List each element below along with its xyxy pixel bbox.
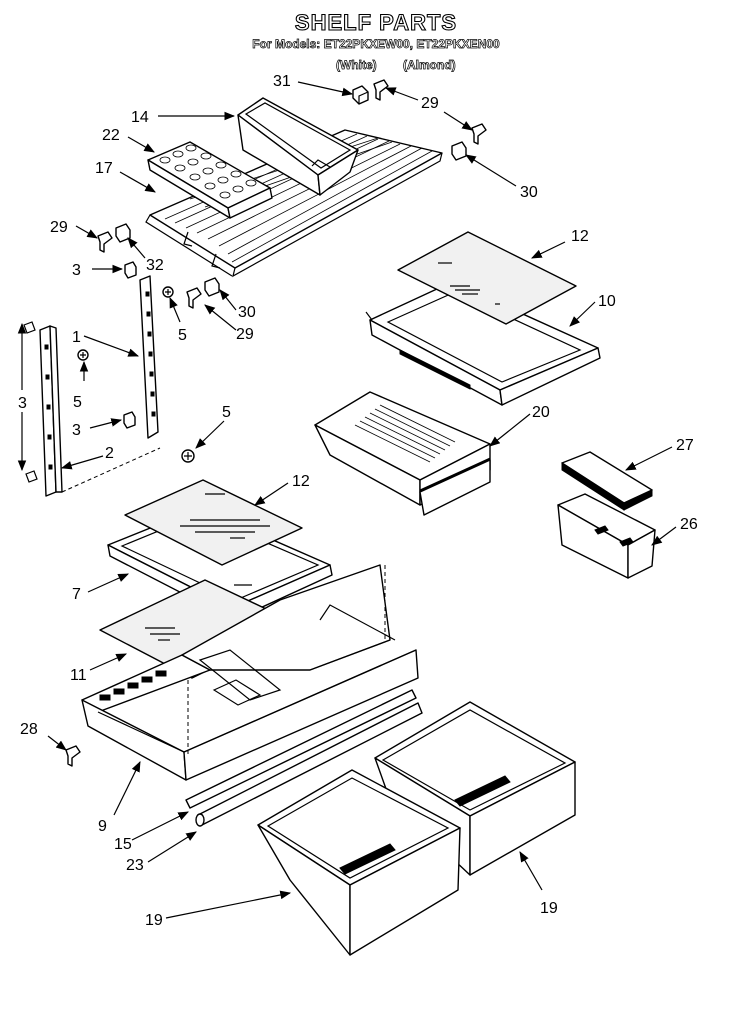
part-29-clip-left	[97, 231, 113, 253]
callout-22: 22	[102, 127, 120, 144]
callout-2: 2	[105, 445, 114, 462]
part-26-small-bin	[557, 493, 656, 579]
models-line: For Models: ET22PKXEW00, ET22PKXEN00	[252, 37, 500, 52]
callout-14: 14	[131, 109, 149, 126]
callout-3: 3	[72, 262, 81, 279]
callout-27: 27	[676, 437, 694, 454]
callout-19: 19	[540, 900, 558, 917]
part-12-glass-shelf-upper	[397, 231, 577, 325]
callout-numbers: 31 29 14 22 17 30 29 32 3 12 10 5 30 29 …	[18, 73, 698, 929]
part-5-screw-a	[162, 286, 174, 298]
part-2-side-rail	[23, 321, 63, 497]
callout-29: 29	[421, 95, 439, 112]
part-10-shelf-frame	[365, 281, 601, 406]
part-29-clip-right	[471, 123, 487, 145]
part-20-drawer	[314, 391, 491, 516]
callout-5: 5	[222, 404, 231, 421]
callout-30: 30	[520, 184, 538, 201]
callout-19: 19	[145, 912, 163, 929]
callout-32: 32	[146, 257, 164, 274]
callout-29: 29	[50, 219, 68, 236]
callout-10: 10	[598, 293, 616, 310]
part-5-screw-c	[181, 449, 195, 463]
callout-17: 17	[95, 160, 113, 177]
part-30-clip-top	[451, 141, 467, 161]
callout-3: 3	[18, 395, 27, 412]
callout-12: 12	[571, 228, 589, 245]
part-12-glass-shelf-lower	[124, 479, 303, 586]
callout-3: 3	[72, 422, 81, 439]
callout-20: 20	[532, 404, 550, 421]
part-23-rod	[195, 702, 423, 827]
part-15-rail	[185, 689, 417, 809]
callout-15: 15	[114, 836, 132, 853]
part-5-screw-b	[77, 349, 89, 361]
callout-30: 30	[238, 304, 256, 321]
part-30-clip-mid	[204, 277, 220, 297]
callout-23: 23	[126, 857, 144, 874]
callout-12: 12	[292, 473, 310, 490]
part-14-bin	[237, 97, 359, 196]
part-3-clip-upper	[124, 261, 137, 279]
part-29-clip-mid	[186, 287, 202, 309]
part-19-crisper-right	[374, 701, 576, 876]
part-29-clip-top	[373, 79, 389, 101]
callout-11: 11	[70, 667, 87, 684]
callout-7: 7	[72, 586, 81, 603]
callout-9: 9	[98, 818, 107, 835]
rail-alignment-line	[61, 447, 161, 493]
part-19-crisper-left	[257, 769, 461, 956]
variant-white-label: (White)	[336, 58, 377, 73]
callout-28: 28	[20, 721, 38, 738]
part-1-support-rail	[139, 275, 159, 439]
part-9-crisper-cover-frame	[81, 564, 419, 781]
part-32-clip	[115, 223, 131, 243]
leader-lines	[17, 81, 677, 919]
page-title: SHELF PARTS	[294, 9, 458, 35]
callout-5: 5	[178, 327, 187, 344]
part-31-clip	[352, 85, 369, 105]
part-27-bin-cover	[561, 451, 653, 511]
variant-almond-label: (Almond)	[403, 58, 456, 73]
callout-1: 1	[72, 329, 81, 346]
callout-26: 26	[680, 516, 698, 533]
part-28-clip	[65, 745, 81, 767]
callout-5: 5	[73, 394, 82, 411]
part-17-wire-shelf	[145, 129, 443, 278]
callout-31: 31	[273, 73, 291, 90]
callout-29: 29	[236, 326, 254, 343]
part-3-clip-lower	[123, 411, 136, 429]
part-22-egg-tray	[147, 141, 273, 219]
